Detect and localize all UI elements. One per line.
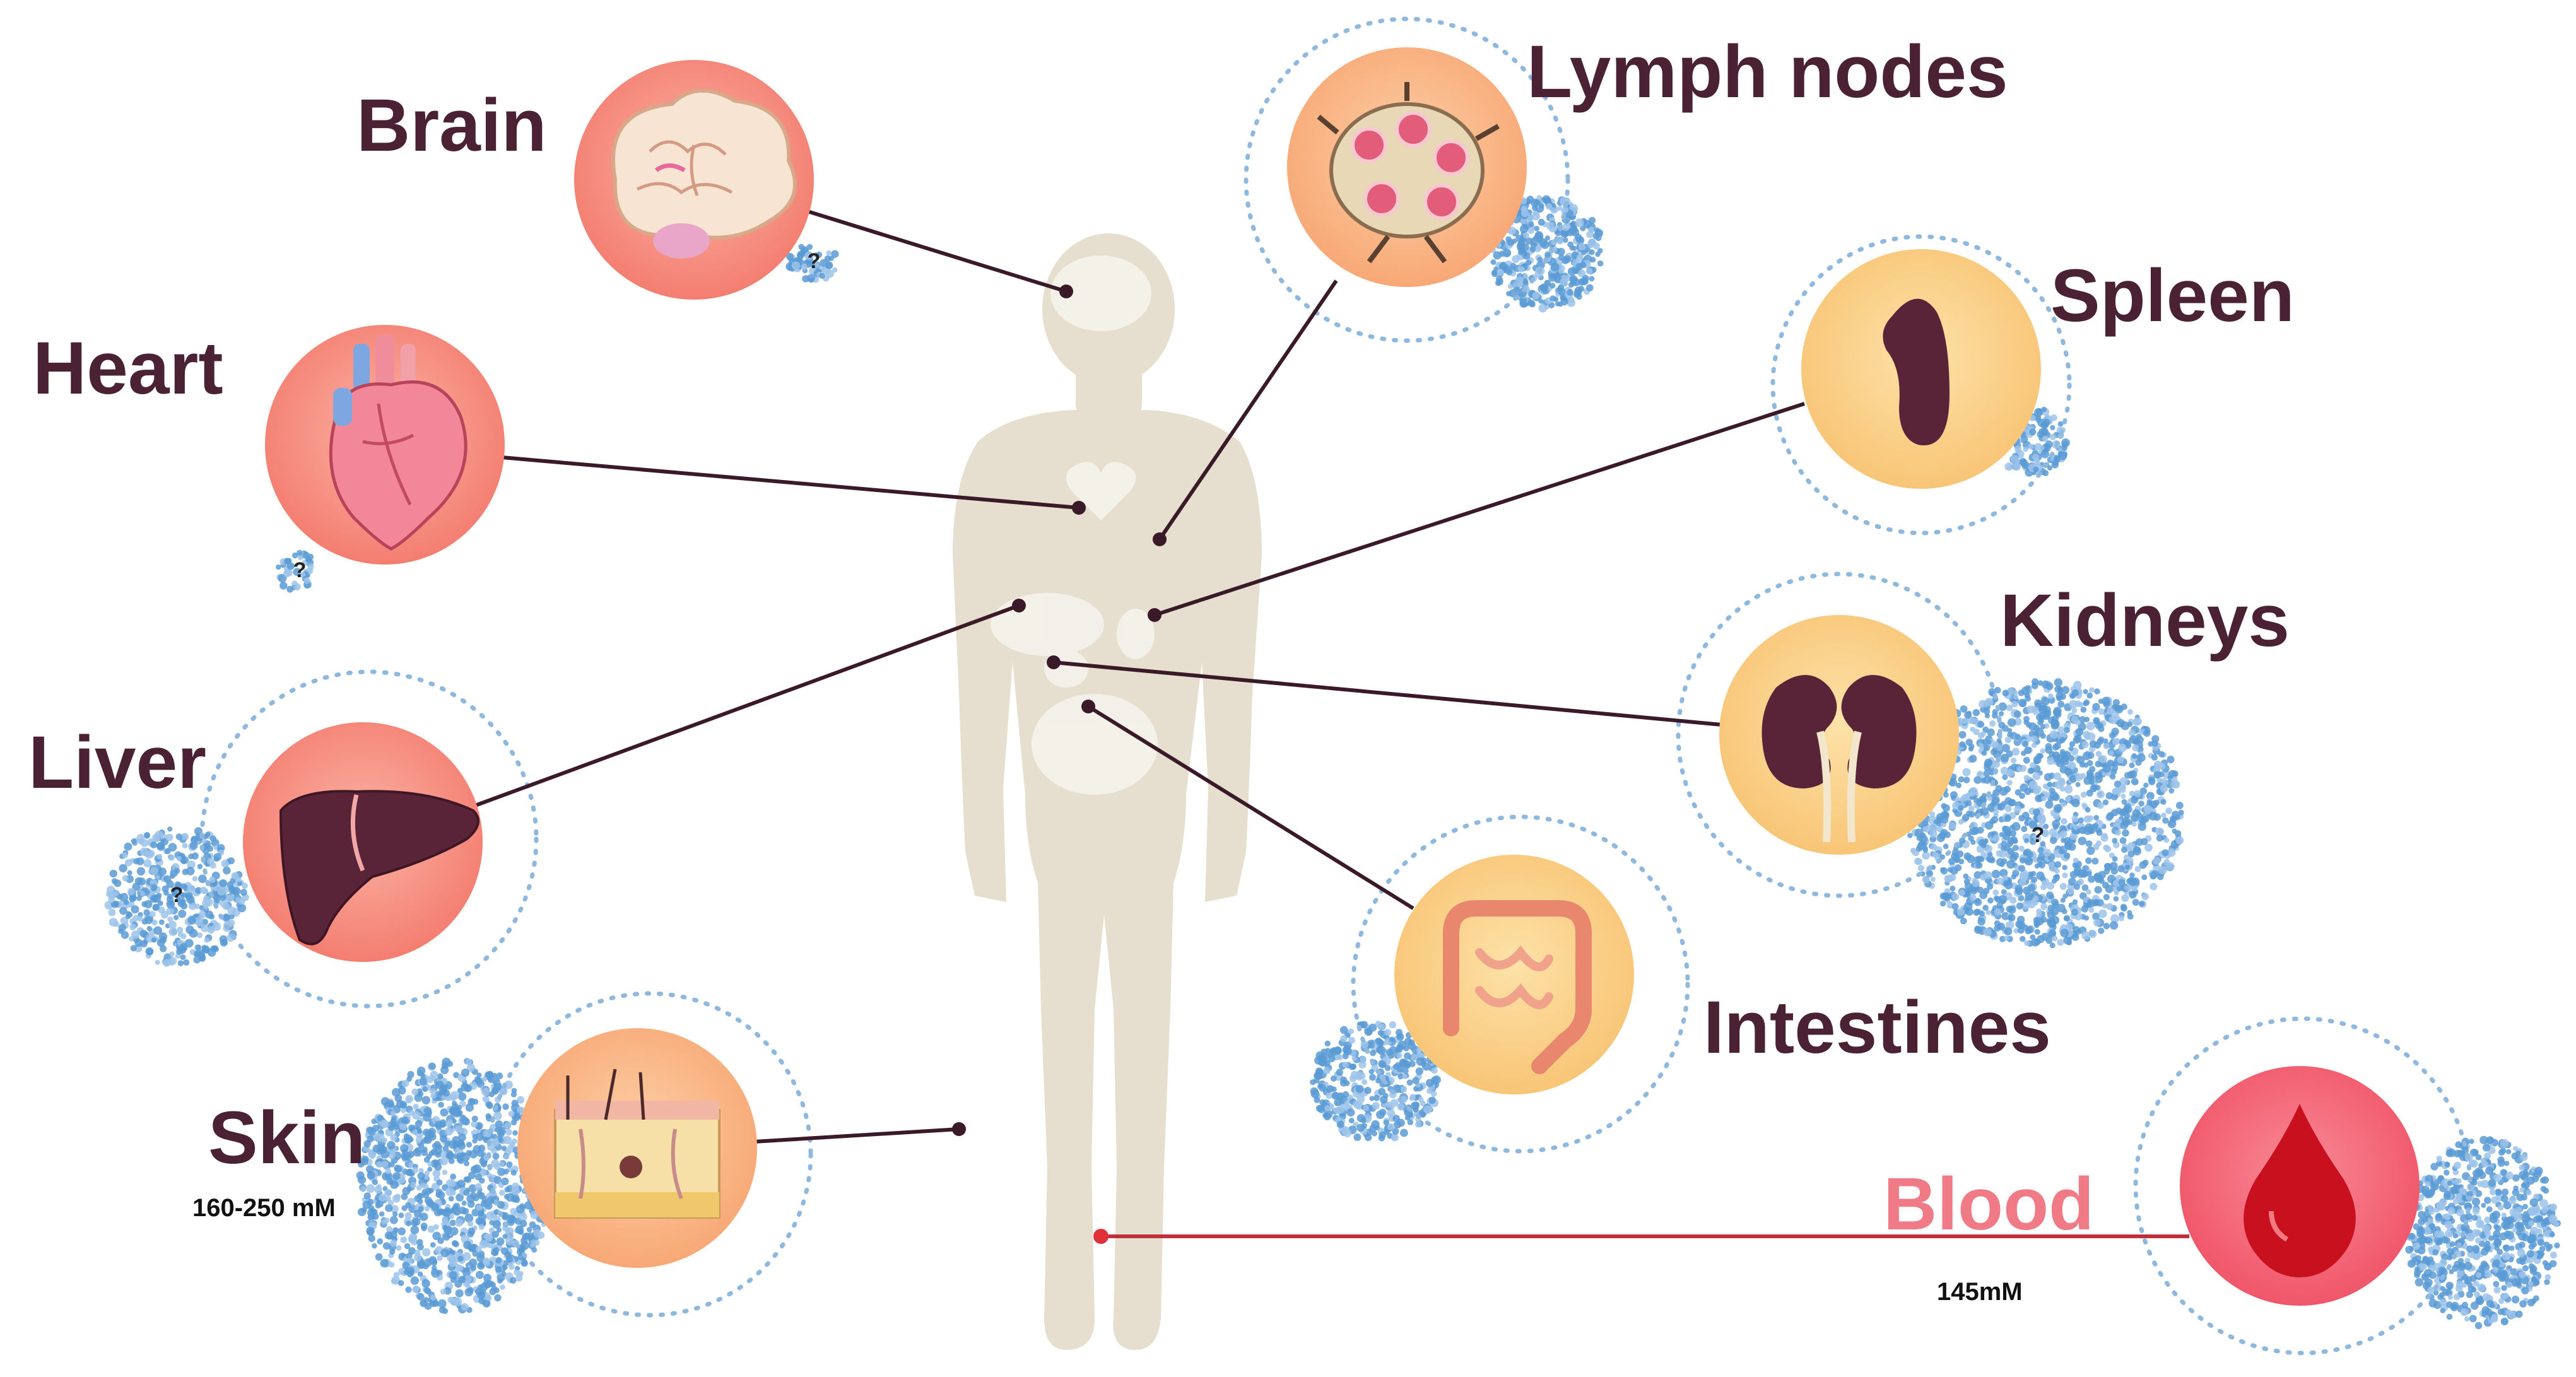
connector-intestines: [1087, 705, 1414, 910]
particle-cluster-heart: [276, 549, 314, 593]
unknown-marker: ?: [2032, 823, 2045, 847]
particle-clusters: [104, 195, 2561, 1330]
brain-icon: [611, 88, 797, 259]
label-heart: Heart: [33, 327, 223, 410]
intestines-circle: [1394, 855, 1634, 1094]
particle-cluster-brain: [785, 243, 839, 283]
heart-icon: [329, 334, 468, 551]
connector-liver: [469, 604, 1020, 809]
connector-lymph-nodes: [1158, 279, 1338, 541]
particle-cluster-lymph: [1486, 195, 1604, 313]
blood-circle: [2180, 1066, 2420, 1306]
body-organs-outline: [991, 255, 1158, 795]
connector-brain: [807, 209, 1067, 293]
lymph-nodes-circle: [1287, 47, 1527, 287]
liver-icon: [279, 790, 479, 946]
connector-skin: [753, 1127, 960, 1144]
skin-circle: [517, 1028, 757, 1268]
label-blood: Blood: [1883, 1163, 2095, 1246]
halo-liver: [199, 669, 539, 1009]
connector-lines: [469, 209, 1805, 1144]
blood-concentration: 145mM: [1937, 1278, 2023, 1306]
liver-circle: [243, 722, 483, 962]
label-brain: Brain: [356, 84, 547, 167]
lymph-node-icon: [1317, 82, 1500, 264]
particle-cluster-skin: [356, 1057, 551, 1315]
brain-circle: [574, 60, 814, 300]
halo-kidneys: [1676, 571, 2003, 898]
halo-spleen: [1770, 234, 2072, 536]
blood-connector-dot: [1093, 1229, 1109, 1244]
label-liver: Liver: [28, 721, 207, 804]
unknown-marker: ?: [808, 249, 821, 273]
halo-skin: [486, 991, 813, 1318]
spleen-circle: [1801, 249, 2041, 489]
halo-rings: [199, 16, 2473, 1356]
label-lymph-nodes: Lymph nodes: [1527, 30, 2008, 114]
particle-cluster-kidneys: [1904, 678, 2184, 949]
label-spleen: Spleen: [2050, 254, 2295, 337]
intestines-icon: [1443, 900, 1592, 1074]
particle-cluster-blood: [2405, 1135, 2561, 1330]
halo-intestines: [1351, 814, 1690, 1154]
skin-icon: [554, 1069, 720, 1219]
spleen-icon: [1883, 298, 1950, 445]
kidneys-icon: [1761, 675, 1917, 843]
unknown-marker: ?: [293, 558, 307, 582]
halo-lymph: [1244, 16, 1570, 343]
blood-drop-icon: [2244, 1104, 2356, 1277]
heart-circle: [265, 325, 505, 565]
kidneys-circle: [1719, 615, 1959, 855]
label-kidneys: Kidneys: [2000, 579, 2290, 662]
connector-heart: [501, 455, 1079, 510]
connector-kidneys: [1053, 660, 1729, 727]
unknown-markers: ????: [170, 249, 2045, 907]
label-intestines: Intestines: [1703, 986, 2051, 1069]
unknown-marker: ?: [170, 883, 184, 907]
connector-spleen: [1154, 402, 1805, 617]
skin-concentration: 160-250 mM: [192, 1194, 336, 1222]
label-skin: Skin: [208, 1096, 366, 1180]
connector-dots: [952, 284, 1167, 1136]
halo-blood: [2133, 1016, 2473, 1356]
